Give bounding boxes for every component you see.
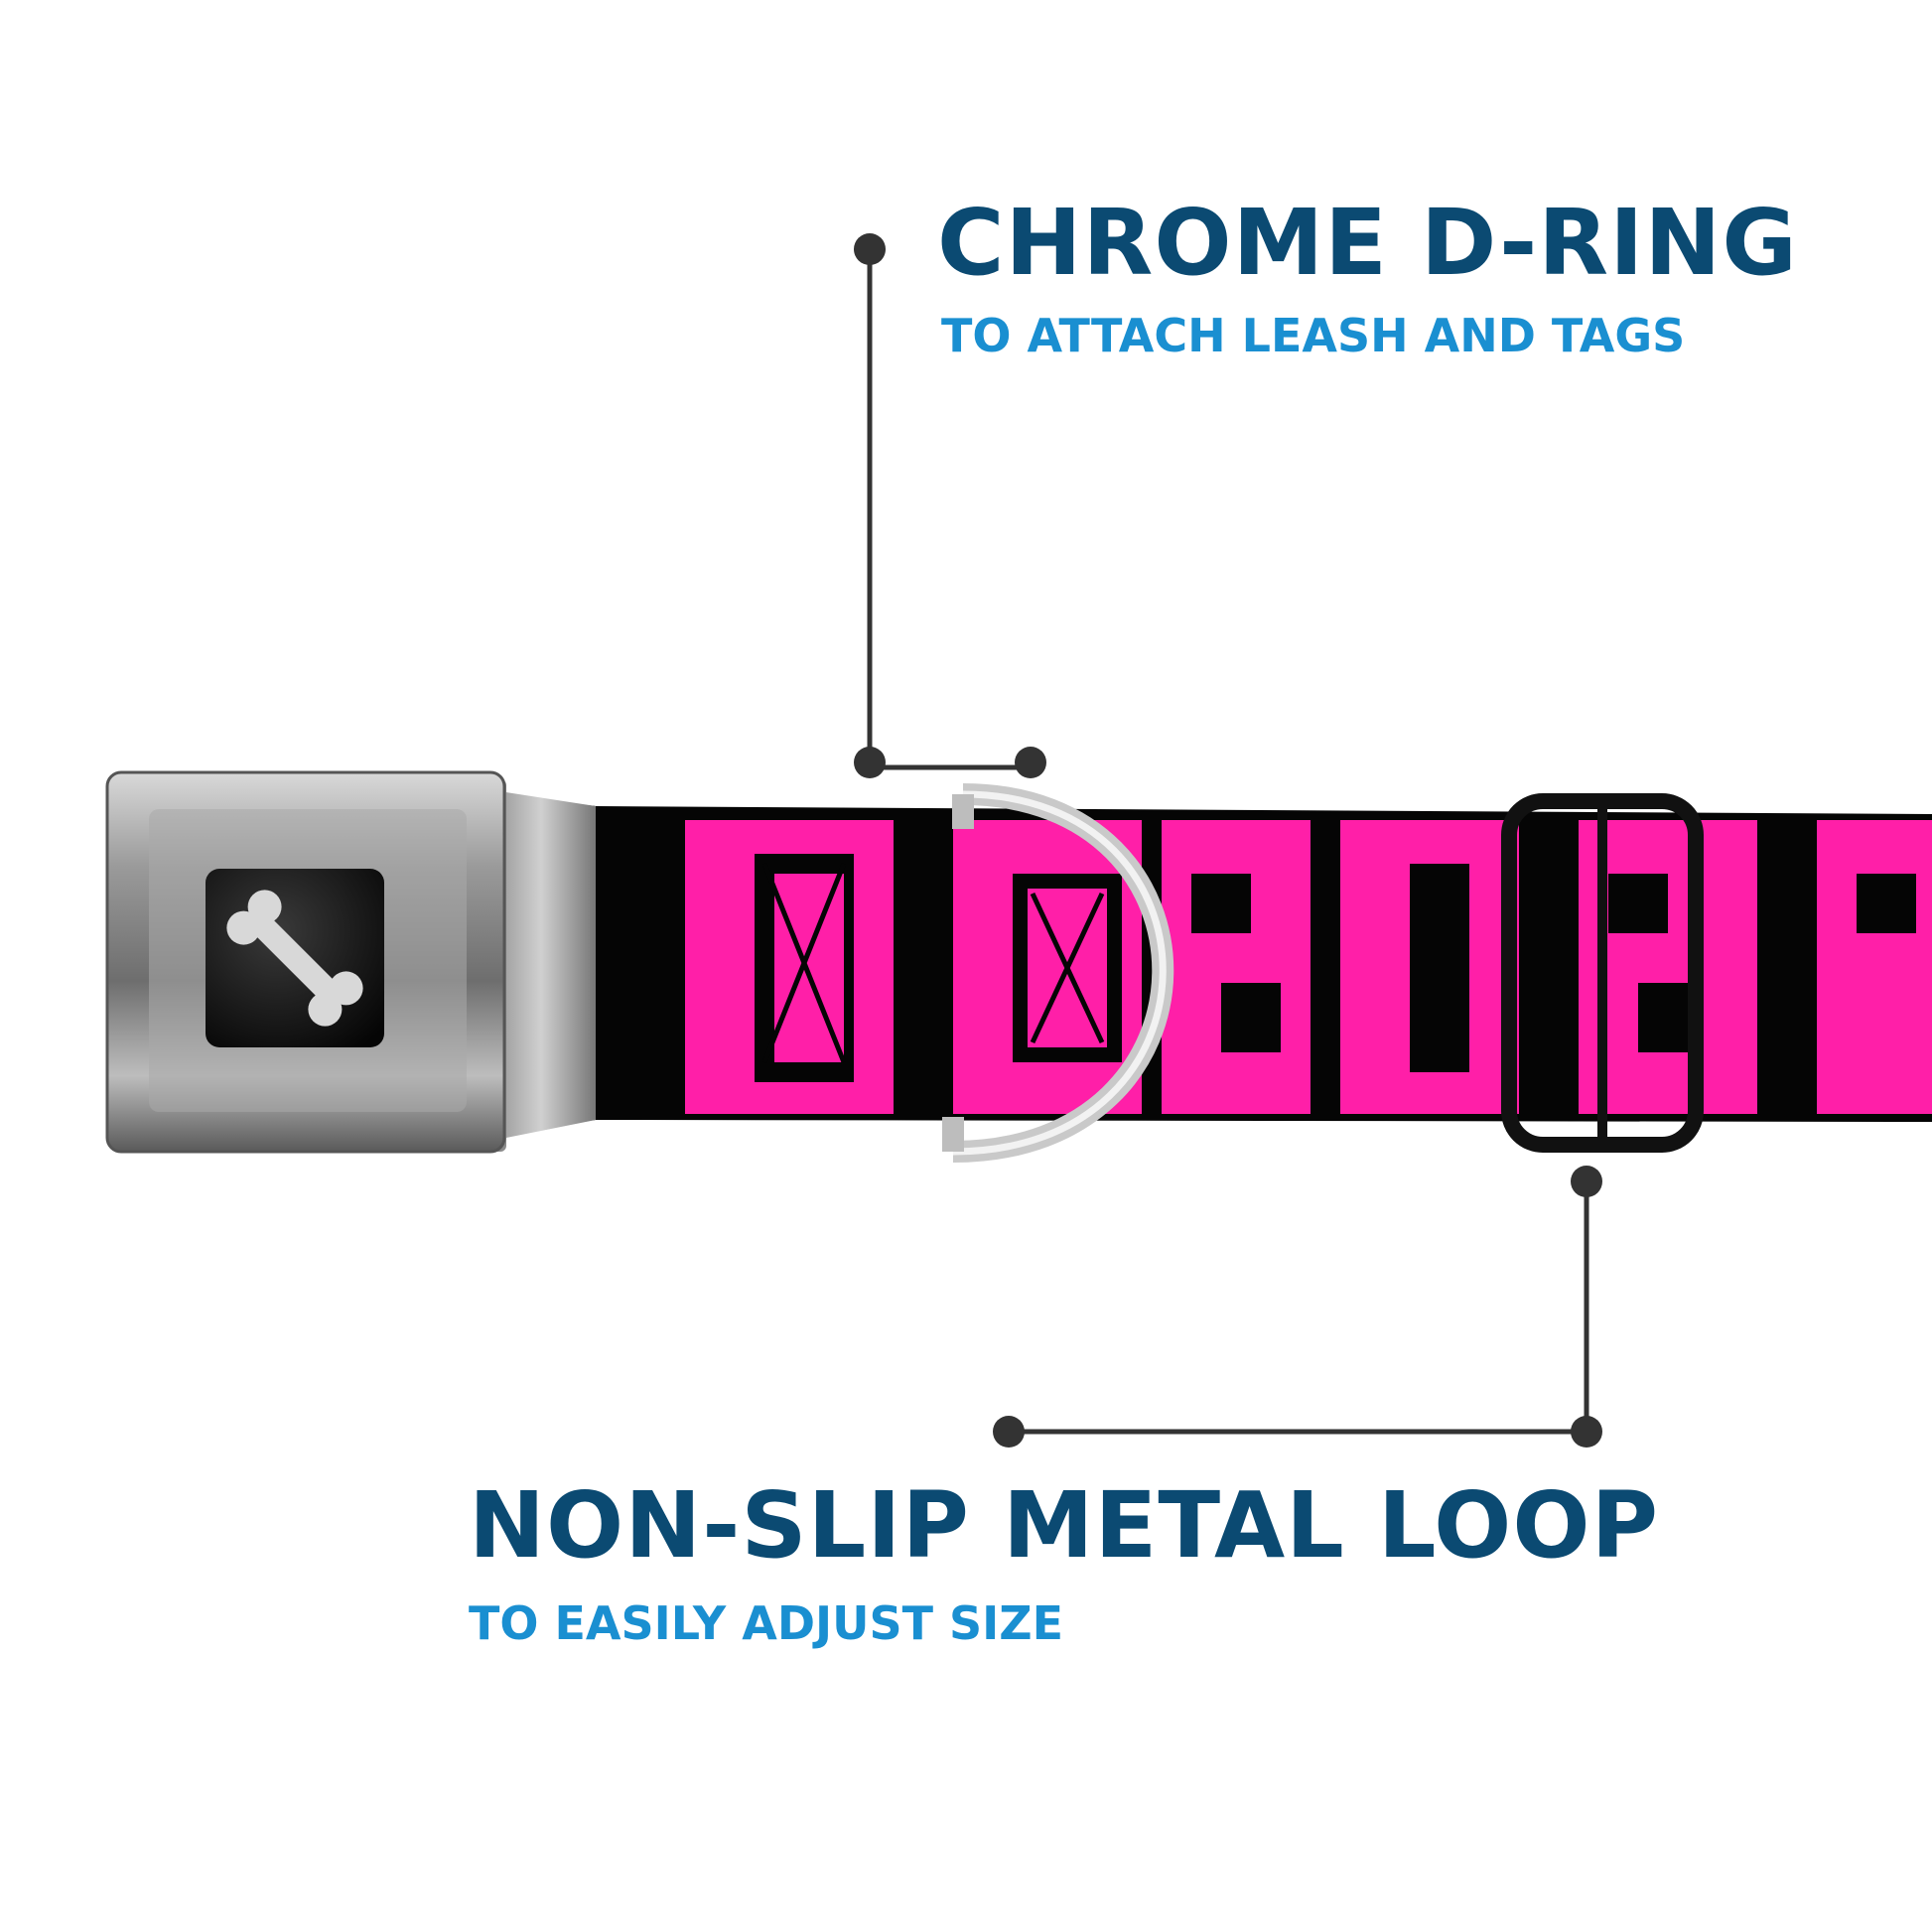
chrome-d-ring [942,783,1174,1163]
loop-callout-subtitle: TO EASILY ADJUST SIZE [469,1596,1064,1650]
collar-strap [536,804,1932,1122]
slide-loop [1501,793,1704,1153]
seatbelt-buckle [105,770,596,1154]
bone-icon [226,890,363,1027]
d-ring-callout-subtitle: TO ATTACH LEASH AND TAGS [941,309,1686,362]
buckle-tongue [486,789,596,1142]
d-ring-callout-title: CHROME D-RING [937,190,1798,296]
strap-print [596,814,1932,1118]
d-ring-leader-line [854,233,1046,778]
loop-leader-line [993,1166,1602,1448]
loop-callout-title: NON-SLIP METAL LOOP [469,1472,1660,1579]
